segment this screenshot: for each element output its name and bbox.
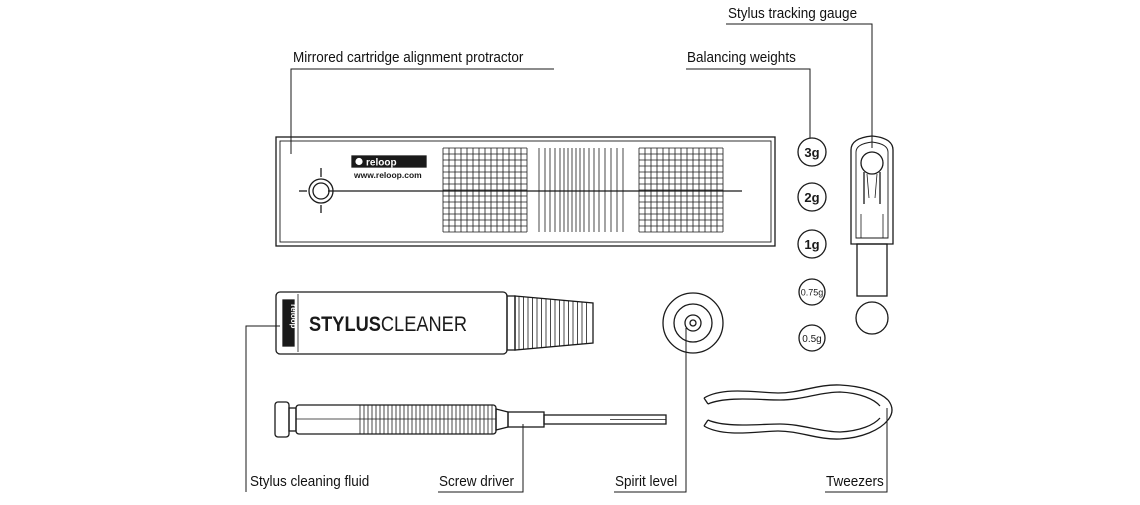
leader-protractor xyxy=(290,68,554,154)
protractor-center-lines xyxy=(538,148,624,232)
balancing-weights: 3g 2g 1g 0.75g 0.5g xyxy=(797,137,827,352)
tracking-gauge xyxy=(850,135,894,335)
label-spirit-level: Spirit level xyxy=(615,473,678,490)
level-mid xyxy=(673,303,713,343)
weight-3g xyxy=(797,137,827,167)
tweezers xyxy=(703,384,893,440)
protractor-grid-left xyxy=(442,147,528,233)
leader-cleaning-fluid xyxy=(245,325,280,492)
weight-label-05g: 0.5g xyxy=(802,334,821,345)
weight-1g xyxy=(797,229,827,259)
leader-screw-driver xyxy=(438,424,524,493)
gauge-knob xyxy=(855,301,889,335)
protractor-grid-right xyxy=(638,147,724,233)
weight-label-3g: 3g xyxy=(804,145,819,160)
spirit-level xyxy=(662,292,724,354)
cap-ridges xyxy=(518,296,587,350)
weight-075g xyxy=(798,278,826,306)
bottle-collar xyxy=(506,295,516,351)
tweezers-hinge xyxy=(887,399,893,421)
label-stylus-tracking-gauge: Stylus tracking gauge xyxy=(728,5,858,22)
label-tweezers: Tweezers xyxy=(826,473,884,490)
screw-driver xyxy=(274,401,667,438)
tweezers-upper-arm xyxy=(703,384,889,401)
gauge-head xyxy=(850,135,894,245)
bottle-label: STYLUSCLEANER xyxy=(309,313,467,336)
cleaning-fluid-bottle: reloop STYLUSCLEANER xyxy=(275,291,594,355)
weight-label-2g: 2g xyxy=(804,190,819,205)
label-screw-driver: Screw driver xyxy=(439,473,515,490)
label-stylus-cleaning-fluid: Stylus cleaning fluid xyxy=(250,473,370,490)
leader-gauge xyxy=(726,23,873,148)
weight-05g xyxy=(798,324,826,352)
tweezers-lower-arm xyxy=(703,419,889,440)
leader-spirit-level xyxy=(614,328,687,493)
driver-end-cap xyxy=(274,401,290,438)
driver-collar xyxy=(495,408,509,431)
leader-lines xyxy=(245,23,888,493)
protractor-outer xyxy=(275,136,776,247)
gauge-neck xyxy=(856,243,888,297)
protractor-inner xyxy=(279,140,772,243)
reloop-logo-badge xyxy=(351,155,427,168)
weight-label-075g: 0.75g xyxy=(801,288,824,298)
driver-knurling xyxy=(359,405,493,434)
alignment-protractor: reloop www.reloop.com xyxy=(275,136,776,247)
level-outer xyxy=(662,292,724,354)
bottle-side-text: reloop xyxy=(289,304,298,329)
weight-label-1g: 1g xyxy=(804,237,819,252)
leader-weights xyxy=(686,68,811,138)
level-bubble xyxy=(684,314,702,332)
protractor-url: www.reloop.com xyxy=(353,170,422,180)
leader-tweezers xyxy=(825,408,888,493)
gauge-eye xyxy=(860,151,884,175)
protractor-pivot-inner xyxy=(312,182,330,200)
bottle-side-label xyxy=(282,299,295,347)
label-balancing-weights: Balancing weights xyxy=(687,49,796,66)
weight-2g xyxy=(797,182,827,212)
driver-ferrule xyxy=(507,411,545,428)
bottle-cap xyxy=(514,295,594,351)
label-alignment-protractor: Mirrored cartridge alignment protractor xyxy=(293,49,524,66)
protractor-pivot-outer xyxy=(308,178,334,204)
reloop-logo: reloop xyxy=(366,158,397,169)
